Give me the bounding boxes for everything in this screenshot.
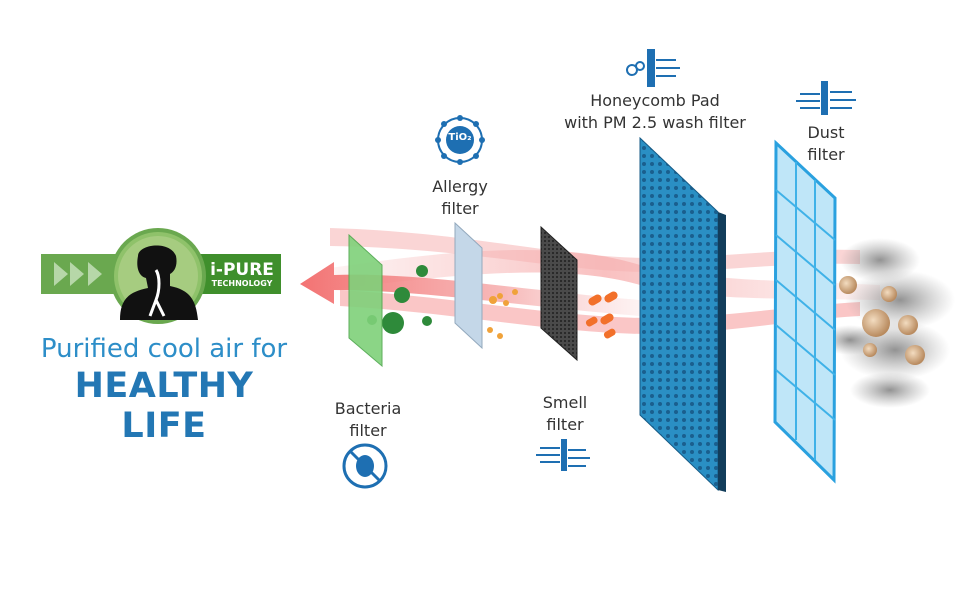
tio2-icon <box>435 115 485 165</box>
honeycomb-icon <box>626 49 680 87</box>
i-pure-badge <box>41 228 281 324</box>
smell-icon <box>536 439 590 471</box>
bacteria-particles <box>367 265 432 334</box>
smell-particles <box>585 291 618 339</box>
smell-filter-panel <box>540 225 578 362</box>
dust-filter-label: Dust filter <box>807 123 845 164</box>
allergy-filter-label: Allergy filter <box>432 177 488 218</box>
tagline-line2: HEALTHY LIFE <box>74 366 254 446</box>
honeycomb-filter-label: Honeycomb Pad with PM 2.5 wash filter <box>564 91 746 132</box>
dust-filter-panel <box>773 139 837 484</box>
bacteria-filter-panel <box>348 233 383 368</box>
bacteria-filter-label: Bacteria filter <box>334 399 402 440</box>
tio2-icon-label: TiO₂ <box>448 132 472 143</box>
badge-title: i-PURE <box>210 260 274 280</box>
bacteria-icon <box>342 443 388 489</box>
allergy-filter-panel <box>454 221 483 350</box>
allergy-particles <box>487 289 518 339</box>
badge-subtitle: TECHNOLOGY <box>211 279 273 288</box>
honeycomb-pad-panel <box>639 136 726 492</box>
dust-icon <box>796 81 856 115</box>
tagline-line1: Purified cool air for <box>40 334 288 364</box>
smell-filter-label: Smell filter <box>542 393 588 434</box>
